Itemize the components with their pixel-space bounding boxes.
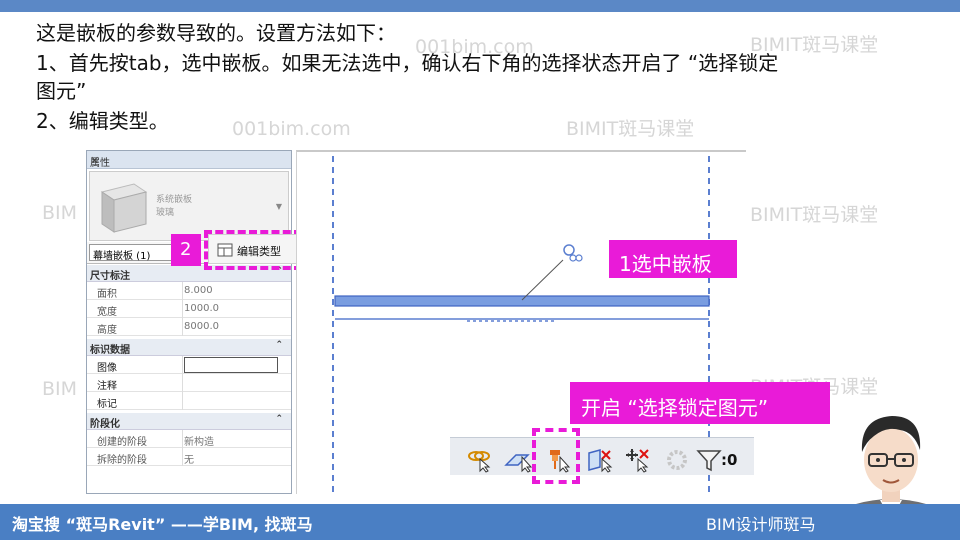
select-by-face-icon[interactable] (586, 447, 614, 473)
property-label: 拆除的阶段 (97, 455, 147, 466)
edit-type-icon (217, 243, 233, 257)
type-family: 系统嵌板 (156, 195, 193, 205)
property-value: 新构造 (184, 437, 214, 448)
footer-slogan: 淘宝搜 “斑马Revit” ——学BIM, 找斑马 (12, 515, 313, 534)
watermark-brand: BIMIT斑马课堂 (566, 118, 695, 140)
edit-type-highlight (204, 230, 302, 270)
property-label: 图像 (97, 363, 117, 374)
edit-type-label: 编辑类型 (237, 245, 281, 258)
watermark-short: BIM (42, 202, 78, 224)
instance-filter-value: 幕墙嵌板 (1) (93, 251, 151, 262)
panel-thumbnail-icon (100, 183, 148, 233)
step-2-badge: 2 (171, 234, 201, 266)
step-1-callout: 1选中嵌板 (609, 240, 737, 278)
filter-icon[interactable] (696, 447, 722, 473)
watermark-brand: BIMIT斑马课堂 (750, 34, 879, 56)
properties-panel: 属性 ✕ 系统嵌板 玻璃 ▼ 幕墙嵌板 (1) ▼ 尺寸标注 ⌃ 面积 8.00… (86, 150, 292, 494)
property-label: 面积 (97, 289, 117, 300)
watermark-short: BIM (42, 378, 78, 400)
instruction-line-1: 这是嵌板的参数导致的。设置方法如下： (36, 21, 396, 45)
watermark-site: 001bim.com (415, 36, 534, 58)
watermark-site: 001bim.com (232, 118, 351, 140)
property-value: 无 (184, 455, 194, 466)
instruction-line-4: 2、编辑类型。 (36, 109, 169, 133)
collapse-icon[interactable]: ⌃ (275, 340, 283, 350)
property-value: 1000.0 (184, 303, 219, 314)
select-pinned-icon[interactable] (544, 447, 572, 473)
select-pinned-label: 开启 “选择锁定图元” (581, 396, 769, 420)
collapse-icon[interactable]: ⌃ (275, 266, 283, 276)
group-label: 阶段化 (90, 419, 120, 430)
select-pinned-callout: 开启 “选择锁定图元” (570, 382, 830, 424)
panel-title: 属性 (90, 158, 110, 169)
drawing-canvas[interactable] (296, 150, 746, 496)
property-row: 注释 (87, 374, 291, 392)
property-label: 宽度 (97, 307, 117, 318)
group-label: 尺寸标注 (90, 271, 130, 282)
property-row: 宽度 1000.0 (87, 300, 291, 318)
property-row: 创建的阶段 新构造 (87, 430, 291, 448)
edit-type-button[interactable]: 编辑类型 (208, 234, 302, 264)
select-pinned-highlight (532, 428, 580, 484)
chevron-down-icon[interactable]: ▼ (275, 202, 282, 211)
group-label: 标识数据 (90, 345, 130, 356)
property-row: 高度 8000.0 (87, 318, 291, 336)
curtain-wall-view (332, 156, 710, 496)
footer-bar (0, 504, 960, 540)
watermark-brand: BIMIT斑马课堂 (750, 204, 879, 226)
group-phasing[interactable]: 阶段化 ⌃ (87, 413, 291, 430)
type-name: 玻璃 (156, 208, 175, 218)
image-field[interactable] (184, 357, 278, 373)
property-value: 8000.0 (184, 321, 219, 332)
instruction-line-3: 图元” (36, 79, 87, 103)
group-identity-data[interactable]: 标识数据 ⌃ (87, 339, 291, 356)
select-underlay-icon[interactable] (504, 447, 534, 473)
close-icon[interactable]: ✕ (90, 154, 100, 167)
instruction-line-2: 1、首先按tab，选中嵌板。如果无法选中，确认右下角的选择状态开启了 “选择锁定 (36, 51, 779, 75)
collapse-icon[interactable]: ⌃ (275, 414, 283, 424)
type-selector[interactable]: 系统嵌板 玻璃 ▼ (89, 171, 289, 241)
footer-author: BIM设计师斑马 (706, 515, 816, 534)
property-row: 拆除的阶段 无 (87, 448, 291, 466)
property-row: 标记 (87, 392, 291, 410)
select-links-icon[interactable] (466, 447, 494, 473)
property-value: 8.000 (184, 285, 213, 296)
top-accent-bar (0, 0, 960, 12)
step-2-label: 2 (180, 239, 192, 260)
drag-on-selection-icon[interactable] (624, 447, 652, 473)
property-label: 注释 (97, 381, 117, 392)
property-label: 创建的阶段 (97, 437, 147, 448)
filter-count: :0 (721, 451, 738, 469)
property-row: 图像 (87, 356, 291, 374)
property-label: 标记 (97, 399, 117, 410)
step-1-label: 1选中嵌板 (619, 252, 712, 276)
panel-title-bar: 属性 ✕ (87, 151, 291, 169)
property-label: 高度 (97, 325, 117, 336)
property-row: 面积 8.000 (87, 282, 291, 300)
background-process-icon[interactable] (664, 447, 690, 473)
